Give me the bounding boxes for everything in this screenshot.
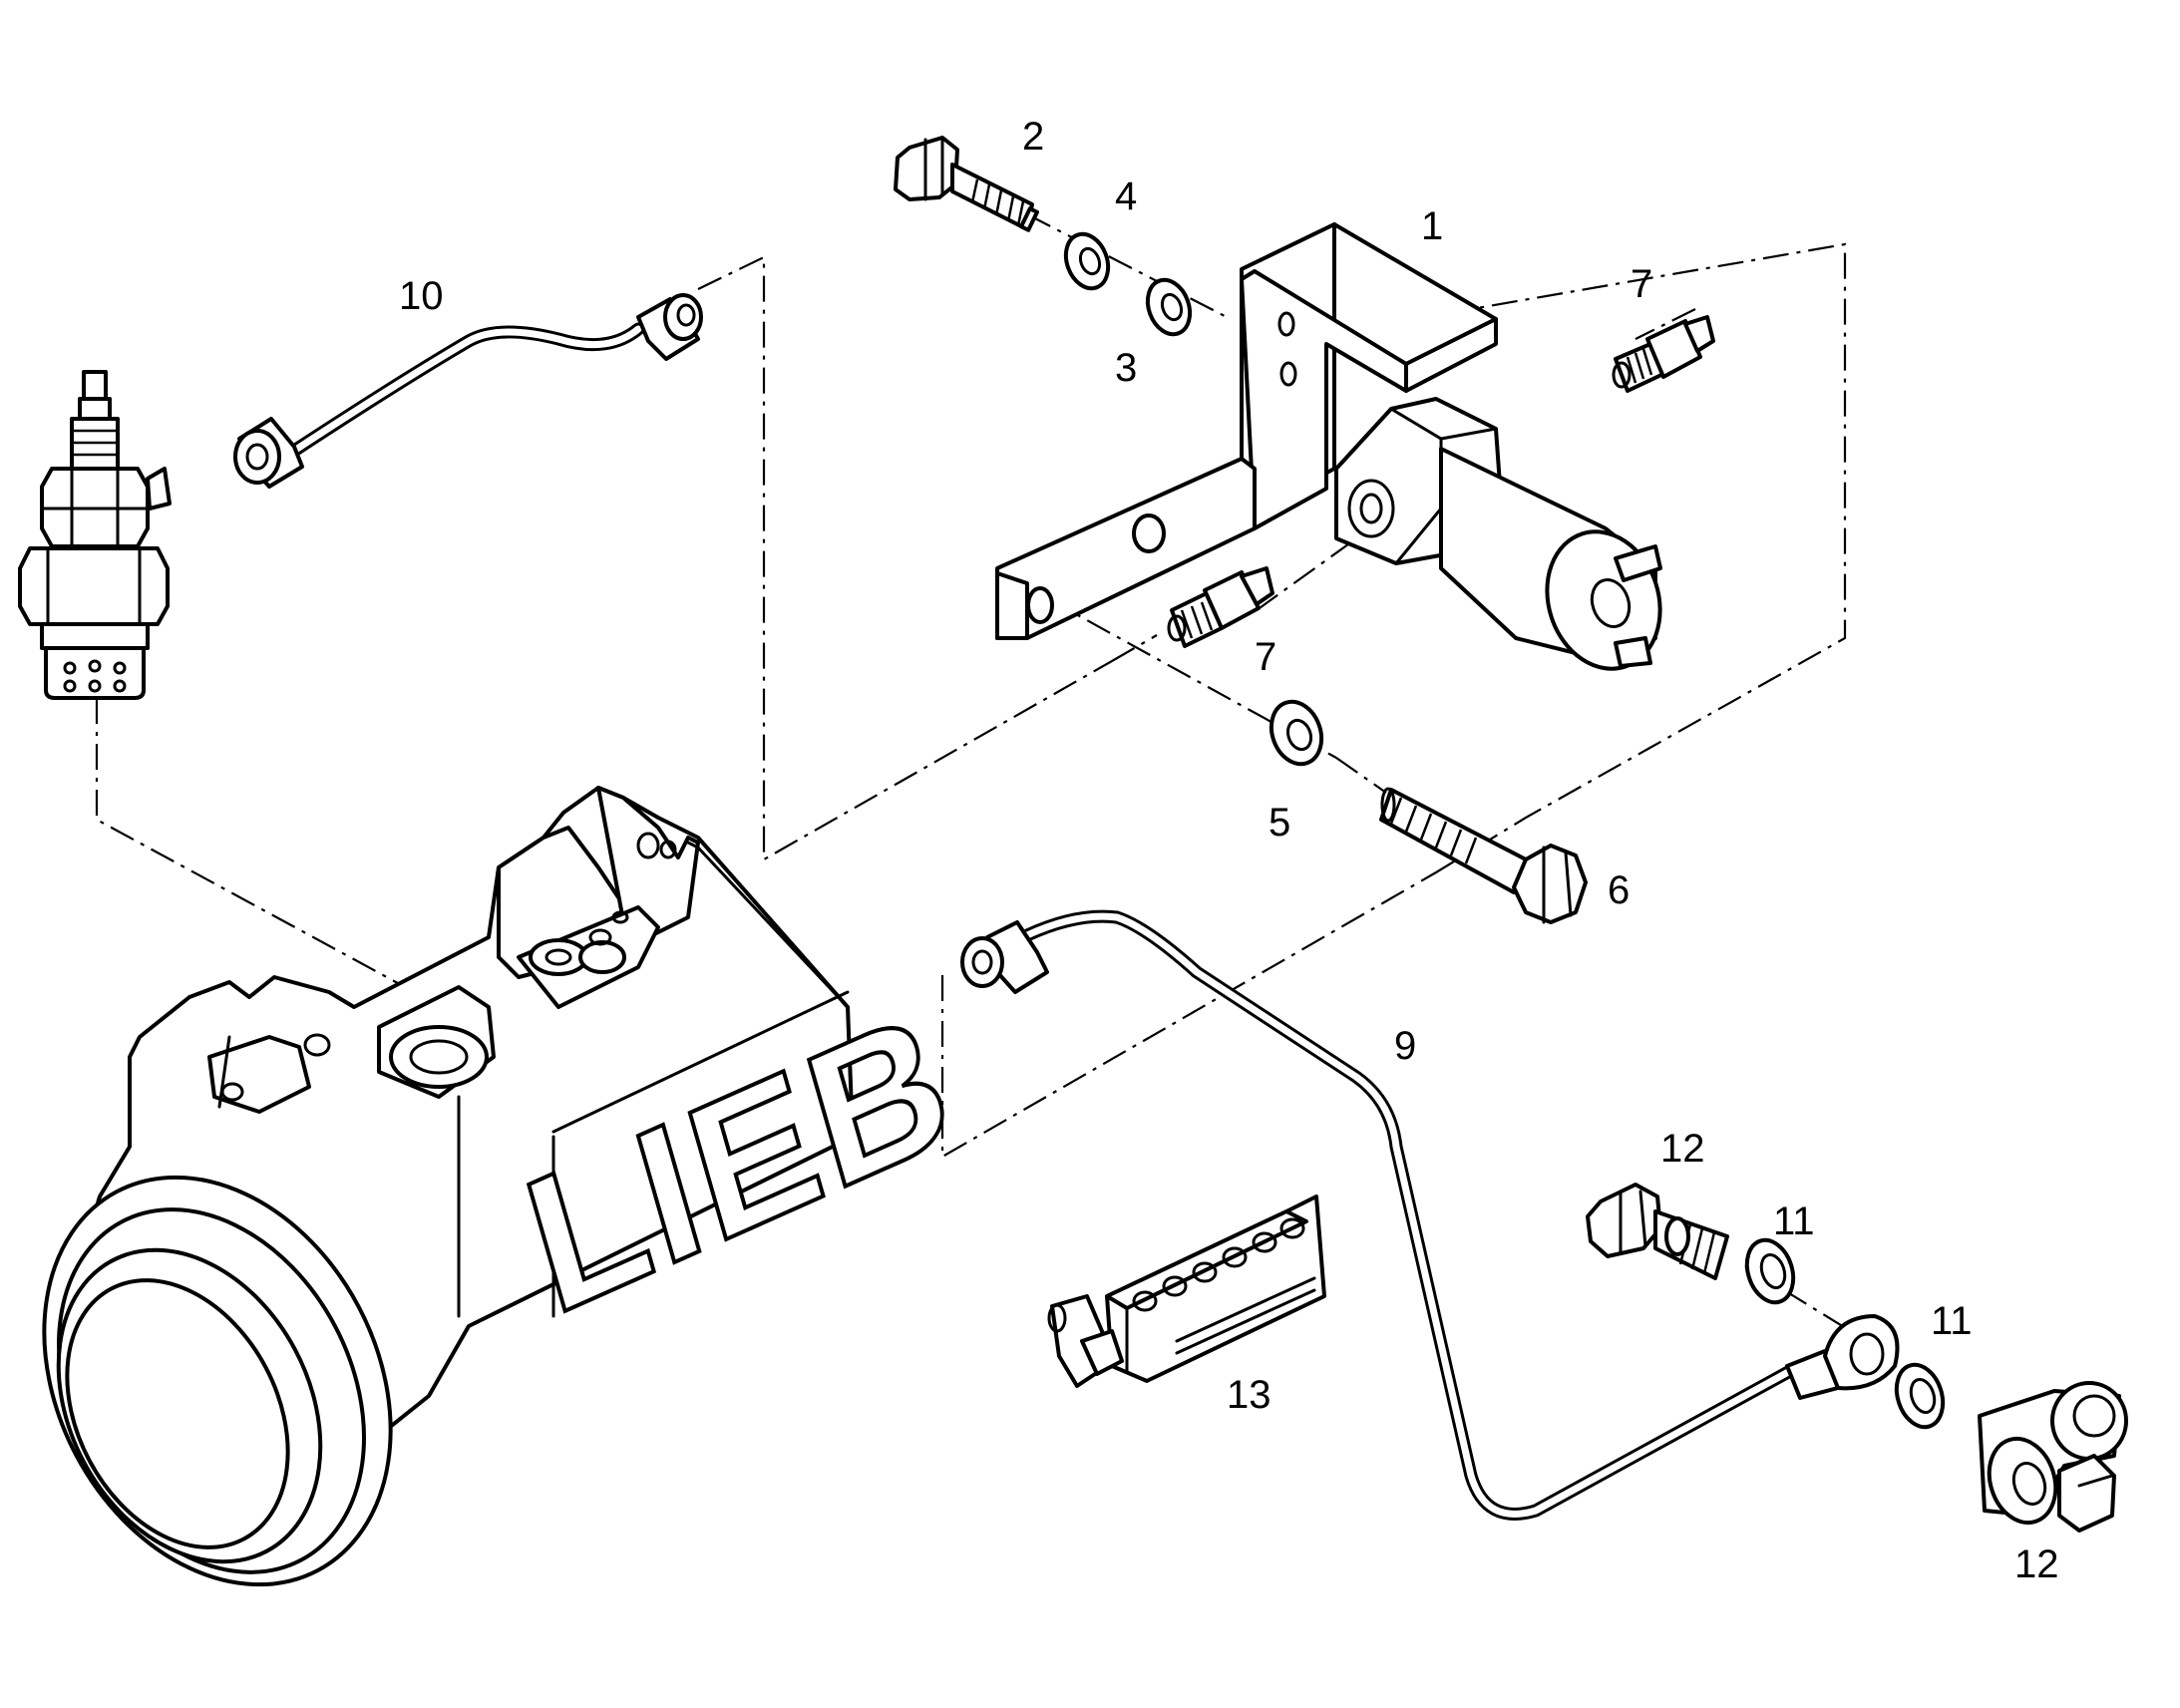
callout-1: 1 xyxy=(1421,204,1443,248)
callout-10: 10 xyxy=(399,274,444,318)
callout-3: 3 xyxy=(1115,346,1137,390)
washer-4 xyxy=(1063,231,1111,291)
fuel-pipe-10 xyxy=(233,293,703,489)
fitting-7-lower xyxy=(1167,566,1274,648)
callout-numbers: 1 2 3 4 5 6 7 7 9 10 11 11 12 12 13 xyxy=(399,115,2059,1586)
glow-plug xyxy=(18,370,172,700)
bolt-2 xyxy=(894,136,1039,232)
callout-5: 5 xyxy=(1269,801,1290,845)
washer-11-a xyxy=(1744,1237,1796,1305)
bolt-6 xyxy=(1379,787,1588,924)
callout-13: 13 xyxy=(1227,1373,1272,1417)
callout-12-b: 12 xyxy=(2014,1542,2059,1586)
callout-11-a: 11 xyxy=(1773,1199,1815,1243)
callout-9: 9 xyxy=(1394,1024,1416,1068)
washer-5 xyxy=(1269,699,1324,767)
callout-2: 2 xyxy=(1022,115,1044,159)
exhaust-manifold: LIEB xyxy=(42,786,975,1587)
washer-3 xyxy=(1145,277,1193,337)
callout-11-b: 11 xyxy=(1931,1299,1973,1343)
callout-7-lower: 7 xyxy=(1255,635,1276,679)
banjo-bolt-12 xyxy=(1586,1183,1729,1280)
callout-4: 4 xyxy=(1115,174,1137,218)
fuel-pipe-9 xyxy=(960,909,1900,1521)
callout-12-a: 12 xyxy=(1660,1127,1705,1171)
solenoid-valve xyxy=(1334,397,1662,671)
fitting-7-upper xyxy=(1612,315,1715,393)
callout-6: 6 xyxy=(1608,868,1630,912)
bracket-1 xyxy=(995,222,1498,640)
union-12 xyxy=(1978,1381,2128,1533)
clamp-13 xyxy=(1047,1195,1326,1388)
washer-11-b xyxy=(1894,1362,1946,1430)
callout-7-upper: 7 xyxy=(1631,262,1652,306)
